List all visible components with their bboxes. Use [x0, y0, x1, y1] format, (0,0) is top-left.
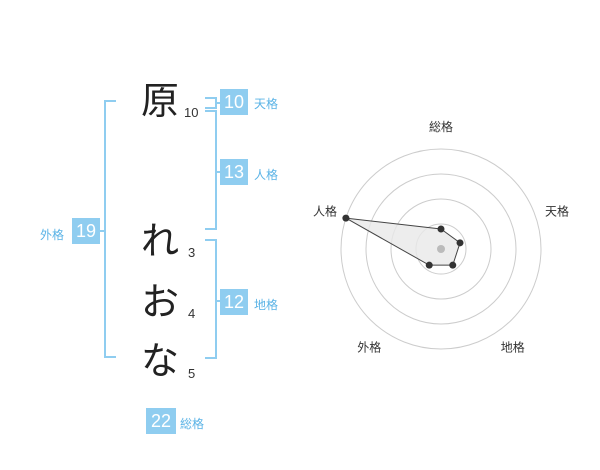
jinkaku-bracket: [205, 110, 217, 230]
radar-point-1: [437, 225, 445, 233]
radar-point-3: [449, 261, 457, 269]
tenkaku-badge: 10: [220, 89, 248, 115]
jinkaku-connector: [216, 171, 222, 173]
radar-grid-ring-3: [365, 173, 517, 325]
jinkaku-label: 人格: [254, 168, 279, 182]
jinkaku-badge: 13: [220, 159, 248, 185]
gaikaku-bracket: [104, 100, 116, 358]
tenkaku-connector: [216, 102, 222, 104]
chikaku-bracket: [205, 239, 217, 359]
tenkaku-label: 天格: [254, 97, 279, 111]
stroke-count-3: 4: [188, 306, 196, 321]
name-char-1: 原: [141, 79, 180, 123]
radar-axis-label-1: 総格: [429, 119, 453, 134]
radar-axis-label-2: 天格: [545, 203, 569, 218]
stroke-count-2: 3: [188, 245, 196, 260]
radar-point-4: [425, 261, 433, 269]
stroke-count-1: 10: [184, 105, 199, 120]
radar-axis-label-5: 人格: [313, 203, 337, 218]
radar-point-5: [342, 214, 350, 222]
soukaku-label: 総格: [180, 417, 205, 431]
radar-point-2: [456, 239, 464, 247]
radar-center-point: [437, 245, 445, 253]
radar-grid-ring-4: [340, 148, 542, 350]
name-char-3: お: [141, 280, 180, 324]
gaikaku-connector: [98, 230, 106, 232]
soukaku-badge: 22: [146, 408, 176, 434]
gaikaku-badge: 19: [72, 218, 100, 244]
chikaku-badge: 12: [220, 289, 248, 315]
stroke-count-4: 5: [188, 366, 196, 381]
radar-axis-label-3: 地格: [501, 340, 525, 355]
radar-grid-ring-2: [390, 198, 492, 300]
chikaku-label: 地格: [254, 298, 279, 312]
name-char-4: な: [141, 339, 180, 383]
radar-series-area: [345, 217, 461, 266]
radar-axis-label-4: 外格: [357, 340, 381, 355]
chikaku-connector: [216, 300, 222, 302]
gaikaku-label: 外格: [40, 228, 65, 242]
name-char-2: れ: [141, 219, 180, 263]
